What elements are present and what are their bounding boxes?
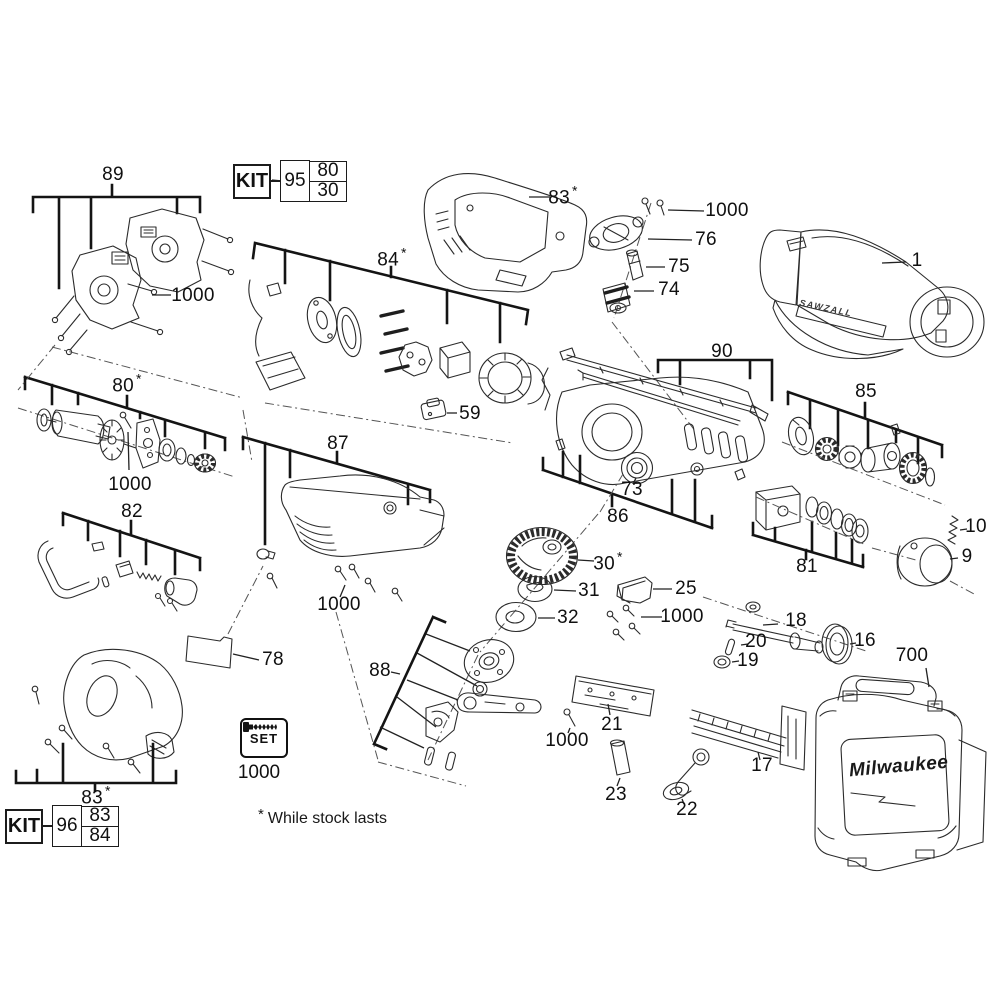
kit-content-bottom: 30 [310,180,347,202]
part-callout-21: 21 [601,714,623,735]
part-callout-74: 74 [658,279,680,300]
part-callout-700: 700 [895,645,929,666]
case-700-sketch [814,667,987,872]
part-callout-16: 16 [854,630,876,651]
part-callout-22: 22 [676,799,698,820]
part-callout-18: 18 [785,610,807,631]
part-callout-25: 25 [675,578,697,599]
part-callout-76: 76 [695,229,717,250]
kit-connector-line [43,825,52,827]
kit-content-top: 83 [82,805,119,827]
kit-label: KIT [233,163,271,199]
assembly-81-sketch [751,485,975,595]
part-callout-83: 83* [548,182,578,209]
kit-number: 95 [280,160,310,202]
part-callout-1: 1 [911,250,923,271]
part-callout-59: 59 [459,403,481,424]
assembly-82-sketch [37,511,202,612]
kit-connector-line [271,180,280,182]
part-callout-85: 85 [855,381,877,402]
part-callout-19: 19 [737,650,759,671]
set-box-label: SET [249,730,279,746]
kit-contents: 80 30 [310,160,347,202]
assembly-80-sketch [17,346,244,478]
part-callout-17: 17 [751,755,773,776]
kit-content-top: 80 [310,160,347,182]
assembly-90-sketch [541,347,774,485]
part-callout-31: 31 [578,580,600,601]
parts-17-21-22-23-sketch [563,675,807,805]
assembly-88-sketch [335,611,542,787]
part-callout-83: 83* [81,782,111,809]
part-callout-90: 90 [711,341,733,362]
kit-contents: 83 84 [82,805,119,847]
screw-icon [243,722,277,732]
part-callout-80: 80* [112,370,142,397]
part-callout-1000: 1000 [660,606,704,627]
construction-lines [17,344,253,463]
set-box: SET [240,718,288,758]
part-callout-82: 82 [121,501,143,522]
footnote-text: While stock lasts [267,810,387,827]
part-callout-73: 73 [621,479,643,500]
parts-25-sketch [606,576,672,641]
part-callout-10: 10 [965,516,987,537]
part-callout-84: 84* [377,244,407,271]
kit-number: 96 [52,805,82,847]
part-callout-23: 23 [605,784,627,805]
part-callout-1000: 1000 [171,285,215,306]
part-1-housing-sketch [759,229,985,360]
part-callout-87: 87 [327,433,349,454]
part-callout-1000: 1000 [545,730,589,751]
assembly-85-sketch [781,390,946,506]
part-59-sketch [420,397,457,421]
part-callout-9: 9 [961,546,973,567]
footnote: *While stock lasts [258,806,387,828]
part-callout-30: 30* [593,548,623,575]
kit-box-96: KIT 96 83 84 [5,805,119,847]
part-callout-75: 75 [668,256,690,277]
assembly-87-sketch [241,402,514,602]
assembly-84-sketch [248,241,545,405]
parts-73-86-sketch [541,450,714,530]
parts-16-18-19-20-sketch [702,596,867,669]
part-callout-32: 32 [557,607,579,628]
footnote-asterisk: * [258,806,264,823]
assembly-89-sketch [31,183,235,356]
set-box-part-number: 1000 [237,762,281,783]
part-callout-89: 89 [102,164,124,185]
part-callout-20: 20 [745,631,767,652]
assembly-83-bottom-sketch [14,648,183,793]
parts-30-31-32-sketch [427,473,624,761]
kit-content-bottom: 84 [82,825,119,847]
part-callout-88: 88 [369,660,391,681]
part-callout-1000: 1000 [705,200,749,221]
part-callout-1000: 1000 [317,594,361,615]
part-callout-86: 86 [607,506,629,527]
kit-label: KIT [5,808,43,844]
part-callout-78: 78 [262,649,284,670]
assembly-83-top-sketch [423,173,588,293]
parts-74-75-76-sketch [588,197,705,433]
part-callout-81: 81 [796,556,818,577]
kit-box-95: KIT 95 80 30 [233,160,347,202]
part-78-sticker-sketch [185,565,264,669]
part-callout-1000: 1000 [108,474,152,495]
